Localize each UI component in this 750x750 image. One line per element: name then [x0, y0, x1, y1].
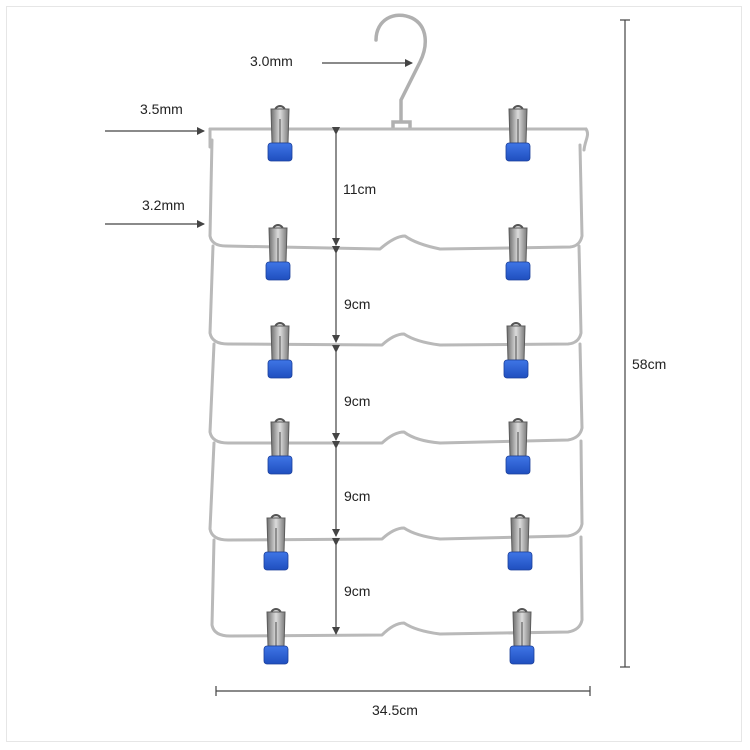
- image-border: [6, 6, 742, 742]
- tier-4-frame: [208, 439, 584, 542]
- gap-3-label: 9cm: [344, 393, 371, 409]
- clip-1: [267, 105, 293, 162]
- clip-12: [509, 608, 535, 665]
- top-right-end: [582, 127, 590, 152]
- clip-11: [263, 608, 289, 665]
- gap-4-label: 9cm: [344, 488, 371, 504]
- tier-1-frame: [208, 138, 584, 251]
- clip-2: [505, 105, 531, 162]
- tier-wire-label: 3.2mm: [142, 197, 185, 213]
- clip-9: [263, 514, 289, 571]
- gap-1-label: 11cm: [343, 181, 377, 197]
- hook-wire-label: 3.0mm: [250, 53, 293, 69]
- dimension-lines: [105, 19, 630, 696]
- total-width-label: 34.5cm: [372, 702, 418, 718]
- clip-5: [267, 322, 293, 379]
- clip-8: [505, 418, 531, 475]
- clip-6: [503, 322, 529, 379]
- tier-2-frame: [208, 244, 583, 347]
- clip-10: [507, 514, 533, 571]
- top-wire-label: 3.5mm: [140, 101, 183, 117]
- total-height-label: 58cm: [632, 356, 667, 372]
- tier-5-frame: [210, 535, 584, 638]
- tier-3-frame: [208, 342, 584, 445]
- hanger-hook: [374, 13, 427, 130]
- clip-4: [505, 224, 531, 281]
- clip-7: [267, 418, 293, 475]
- gap-2-label: 9cm: [344, 296, 371, 312]
- clips: [263, 105, 535, 665]
- gap-5-label: 9cm: [344, 583, 371, 599]
- clip-3: [265, 224, 291, 281]
